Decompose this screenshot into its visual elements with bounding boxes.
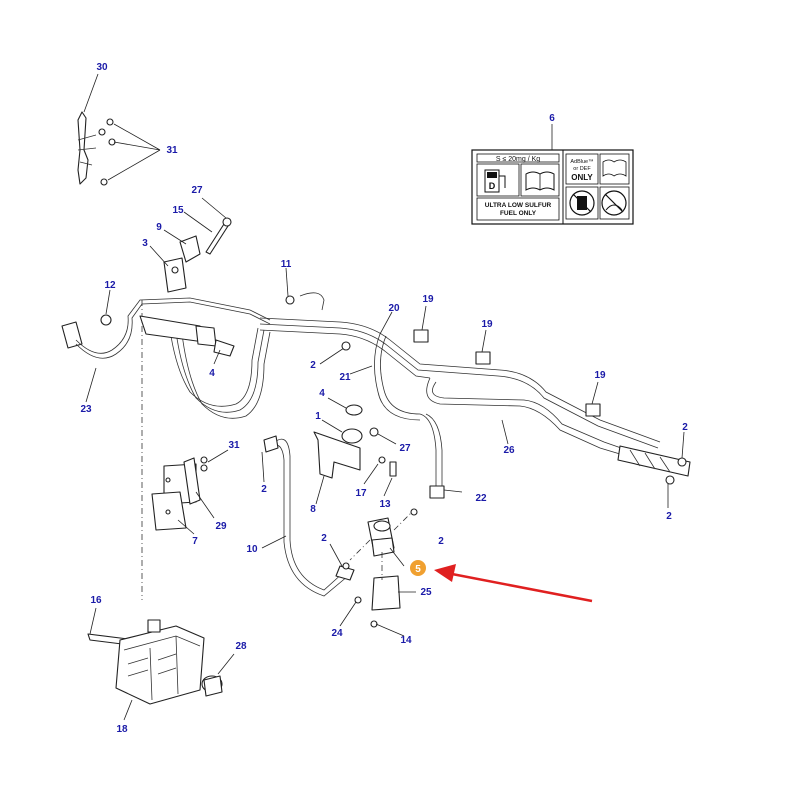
callout-2-c[interactable]: 2 <box>666 511 672 522</box>
callout-labels: 30 31 6 27 15 9 3 11 12 20 19 19 19 2 21… <box>80 62 688 735</box>
decal-fuel-line2: FUEL ONLY <box>500 210 537 217</box>
callout-31-b[interactable]: 31 <box>228 440 240 451</box>
callout-7[interactable]: 7 <box>192 536 198 547</box>
harness-left <box>61 297 271 419</box>
valve-5 <box>342 508 418 628</box>
callout-6[interactable]: 6 <box>549 113 555 124</box>
callout-15[interactable]: 15 <box>172 205 184 216</box>
highlight-callout-5[interactable]: 5 <box>410 560 426 576</box>
callout-1[interactable]: 1 <box>315 411 321 422</box>
decal-fuel-line1: ULTRA LOW SULFUR <box>485 202 552 209</box>
callout-24[interactable]: 24 <box>331 628 343 639</box>
callout-21[interactable]: 21 <box>339 372 351 383</box>
book-icon-small <box>602 159 627 177</box>
brackets-29-7 <box>151 456 208 531</box>
highlight-badge[interactable] <box>410 560 426 576</box>
pump-letter: D <box>489 181 496 191</box>
bracket-30 <box>77 111 116 186</box>
callout-20[interactable]: 20 <box>388 303 400 314</box>
callout-12[interactable]: 12 <box>104 280 116 291</box>
callout-14[interactable]: 14 <box>400 635 412 646</box>
decal-adblue-only: ONLY <box>571 173 593 182</box>
decal-6: S ≤ 20mg / Kg D ULTRA LOW SULFUR FUEL ON… <box>471 149 634 225</box>
callout-27-b[interactable]: 27 <box>399 443 411 454</box>
callout-26[interactable]: 26 <box>503 445 515 456</box>
decal-adblue-2: or DEF <box>573 166 591 172</box>
callout-2-f[interactable]: 2 <box>321 533 327 544</box>
red-arrow <box>434 564 593 603</box>
decal-header: S ≤ 20mg / Kg <box>496 156 540 163</box>
callout-29[interactable]: 29 <box>215 521 227 532</box>
callout-19-a[interactable]: 19 <box>422 294 434 305</box>
callout-17[interactable]: 17 <box>355 488 367 499</box>
callout-4-b[interactable]: 4 <box>319 388 325 399</box>
callout-2-b[interactable]: 2 <box>682 422 688 433</box>
callout-2-e[interactable]: 2 <box>438 536 444 547</box>
callout-16[interactable]: 16 <box>90 595 102 606</box>
callout-22[interactable]: 22 <box>475 493 487 504</box>
bolt-15 <box>163 217 232 293</box>
callout-13[interactable]: 13 <box>379 499 391 510</box>
callout-28[interactable]: 28 <box>235 641 247 652</box>
callout-18[interactable]: 18 <box>116 724 128 735</box>
callout-11[interactable]: 11 <box>281 259 292 270</box>
callout-30[interactable]: 30 <box>96 62 108 73</box>
callout-8[interactable]: 8 <box>310 504 316 515</box>
callout-25[interactable]: 25 <box>420 587 432 598</box>
highlight-label: 5 <box>415 564 421 575</box>
callout-9[interactable]: 9 <box>156 222 162 233</box>
callout-10[interactable]: 10 <box>246 544 258 555</box>
pump-18 <box>87 619 223 705</box>
callout-31[interactable]: 31 <box>166 145 178 156</box>
decal-adblue-1: AdBlue™ <box>570 159 593 165</box>
bracket-8 <box>313 404 397 479</box>
callout-19-c[interactable]: 19 <box>594 370 606 381</box>
callout-2-d[interactable]: 2 <box>261 484 267 495</box>
callout-19-b[interactable]: 19 <box>481 319 493 330</box>
callout-23[interactable]: 23 <box>80 404 92 415</box>
callout-3[interactable]: 3 <box>142 238 148 249</box>
callout-4-a[interactable]: 4 <box>209 368 215 379</box>
callout-2-a[interactable]: 2 <box>310 360 316 371</box>
callout-27[interactable]: 27 <box>191 185 203 196</box>
hose-10 <box>263 435 355 597</box>
